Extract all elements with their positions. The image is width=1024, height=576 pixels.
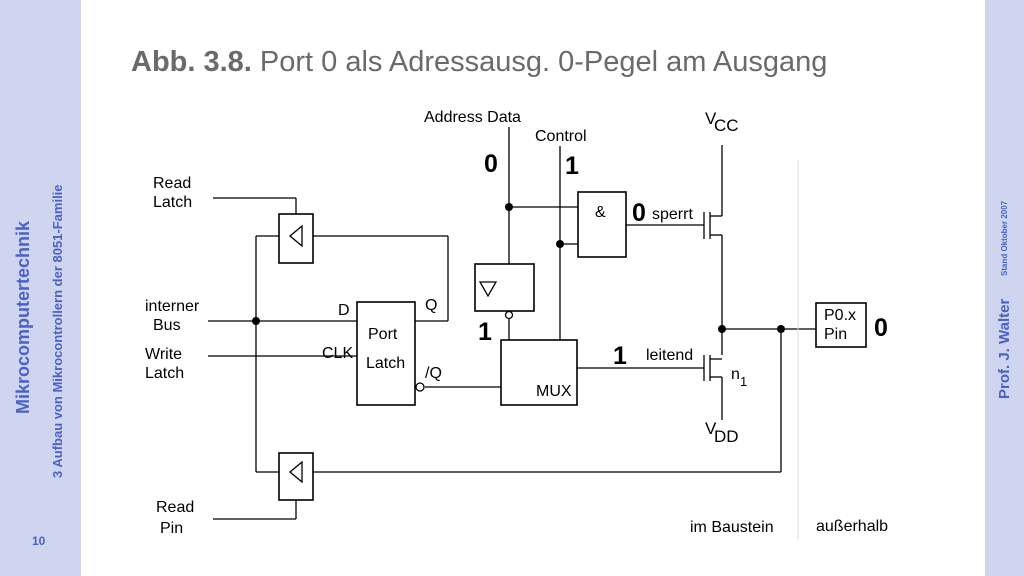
port-latch-label-1: Port [368,326,398,343]
inverter-bubble [504,310,514,320]
interner-label-2: Bus [153,317,181,334]
read-latch-label-1: Read [153,175,191,192]
inverter-box [474,263,535,312]
read-pin-triangle [288,460,303,484]
n-label: n [731,366,740,383]
write-latch-label-2: Latch [145,365,184,382]
pin-value: 0 [874,314,888,342]
im-baustein-label: im Baustein [690,519,774,536]
sperrt-label: sperrt [652,206,693,223]
read-latch-buffer [278,213,314,264]
symbols [288,224,514,484]
vcc-sub: CC [714,116,739,135]
right-sidebar [985,0,1024,576]
vcc-v: V [705,109,717,128]
mux-label: MUX [536,383,572,400]
read-latch-triangle [288,224,303,248]
n-sub: 1 [740,374,747,389]
labels: Address Data Control V CC V DD Read Latc… [145,109,888,537]
figure-label: Abb. 3.8. [131,46,252,78]
wires [208,127,816,520]
mux-output-value: 1 [613,342,627,370]
leitend-label: leitend [646,347,693,364]
control-label: Control [535,128,587,145]
port-latch-box [356,301,416,406]
d-label: D [338,302,350,319]
read-pin-label-2: Pin [160,520,183,537]
inverter-output-value: 1 [478,318,492,346]
interner-label-1: interner [145,298,200,315]
boxes [278,191,867,501]
vdd-sub: DD [714,427,739,446]
inverter-triangle [478,281,498,298]
pin-label-2: Pin [824,326,847,343]
slide-title: Abb. 3.8. Port 0 als Adressausg. 0-Pegel… [131,46,827,79]
and-output-value: 0 [632,199,646,227]
port-latch-label-2: Latch [366,355,405,372]
read-latch-label-2: Latch [153,194,192,211]
address-data-label: Address Data [424,109,521,126]
pin-label-1: P0.x [824,307,856,324]
page-number: 10 [32,534,46,548]
qbar-label: /Q [425,365,442,382]
and-label: & [595,204,606,221]
vdd-v: V [705,419,717,438]
title-text: Port 0 als Adressausg. 0-Pegel am Ausgan… [259,46,828,78]
q-label: Q [425,297,437,314]
clk-label: CLK [322,345,353,362]
ausserhalb-label: außerhalb [816,518,888,535]
and-gate-box [577,191,627,258]
pin-box [815,302,867,348]
write-latch-label-1: Write [145,346,182,363]
left-sidebar [0,0,81,576]
read-pin-label-1: Read [156,499,194,516]
junctions [252,203,785,333]
qbar-bubble [415,382,425,392]
mux-box [500,339,578,406]
address-value: 0 [484,150,498,178]
control-value: 1 [565,152,579,180]
